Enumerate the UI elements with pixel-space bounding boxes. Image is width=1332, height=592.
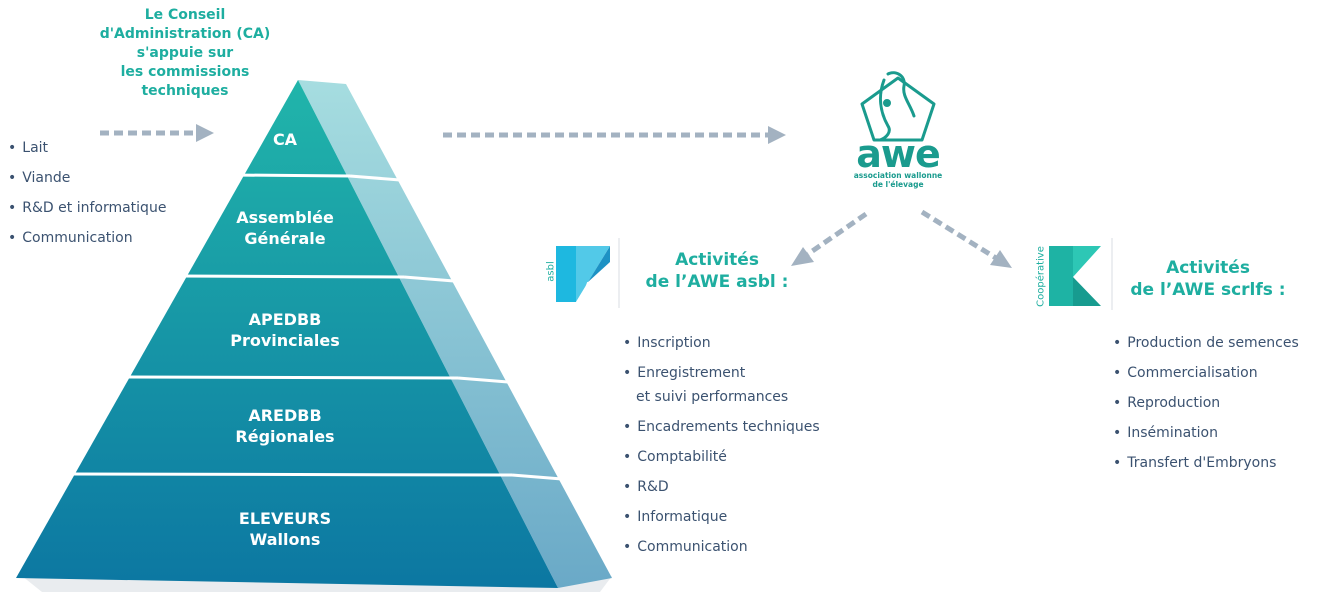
scrlfs-activity: Insémination — [1113, 418, 1299, 448]
commission-item: R&D et informatique — [8, 193, 166, 223]
commissions-list: Lait Viande R&D et informatique Communic… — [8, 133, 166, 253]
asbl-activity: R&D — [623, 472, 820, 502]
side-separator — [457, 376, 509, 384]
level-line: Wallons — [249, 530, 321, 549]
level-line: Provinciales — [230, 331, 340, 350]
asbl-activity: Inscription — [623, 328, 820, 358]
asbl-title: Activités de l’AWE asbl : — [612, 249, 822, 293]
asbl-activity: Communication — [623, 532, 820, 562]
front-separator — [177, 274, 405, 279]
level-line: Générale — [244, 229, 326, 248]
ca-note-line: techniques — [141, 83, 229, 99]
commission-item: Lait — [8, 133, 166, 163]
side-separator — [349, 174, 401, 182]
level-line: CA — [272, 130, 298, 149]
level-line: ELEVEURS — [238, 509, 332, 528]
pyramid-level-ca: CA — [240, 130, 330, 150]
awe-logo-mark — [860, 71, 936, 142]
side-separator — [403, 275, 455, 283]
scrlfs-title-line: Activités — [1166, 258, 1250, 278]
asbl-activity-continuation: et suivi performances — [636, 389, 789, 405]
ca-note: Le Conseil d'Administration (CA) s'appui… — [70, 6, 300, 101]
arrowhead — [768, 126, 786, 144]
scrlfs-activity: Transfert d'Embryons — [1113, 448, 1299, 478]
pyramid-level-aredbb: AREDBB Régionales — [170, 405, 400, 447]
ca-note-line: les commissions — [120, 64, 250, 80]
asbl-title-line: Activités — [675, 250, 759, 270]
awe-logo-line1: association wallonne — [853, 171, 943, 180]
asbl-activity: Enregistrement — [623, 358, 820, 388]
pyramid-level-assemblee: Assemblée Générale — [190, 207, 380, 249]
awe-logo: awe association wallonne de l'élevage — [838, 132, 958, 189]
pyramid-level-apedbb: APEDBB Provinciales — [170, 309, 400, 351]
asbl-activity: Encadrements techniques — [623, 412, 819, 442]
side-separator — [511, 473, 563, 481]
ca-note-line: Le Conseil — [144, 7, 226, 23]
front-separator — [69, 472, 513, 477]
cooperative-badge-letter: C — [1086, 274, 1096, 289]
pyramid-side-face — [298, 80, 612, 588]
commission-item: Viande — [8, 163, 166, 193]
asbl-activity: Comptabilité — [623, 442, 820, 472]
cooperative-badge — [1049, 238, 1113, 310]
ca-note-line: s'appuie sur — [136, 45, 234, 61]
asbl-activities-list: Inscription Enregistrement et suivi perf… — [623, 328, 820, 562]
scrlfs-activities-list: Production de semences Commercialisation… — [1113, 328, 1299, 478]
front-separator — [231, 173, 351, 178]
asbl-badge-label: asbl — [545, 261, 557, 282]
level-line: APEDBB — [248, 310, 322, 329]
level-line: AREDBB — [248, 406, 322, 425]
arrow-awe-to-scrlfs — [920, 209, 998, 261]
awe-logo-name: awe — [856, 132, 941, 176]
cooperative-badge-label: Coopérative — [1035, 246, 1047, 307]
level-line: Assemblée — [236, 208, 334, 227]
arrowhead — [196, 124, 214, 142]
level-line: Régionales — [235, 427, 335, 446]
ca-note-line: d'Administration (CA) — [99, 26, 271, 42]
pyramid-front-face — [16, 80, 558, 588]
scrlfs-title: Activités de l’AWE scrlfs : — [1108, 257, 1308, 301]
scrlfs-title-line: de l’AWE scrlfs : — [1130, 280, 1286, 300]
asbl-badge-letter: A — [583, 281, 593, 296]
scrlfs-activity: Reproduction — [1113, 388, 1299, 418]
commission-item: Communication — [8, 223, 166, 253]
asbl-badge — [556, 238, 620, 308]
scrlfs-activity: Production de semences — [1113, 328, 1299, 358]
asbl-title-line: de l’AWE asbl : — [645, 272, 789, 292]
arrowhead — [791, 247, 814, 266]
asbl-activity: Informatique — [623, 502, 820, 532]
pyramid-level-eleveurs: ELEVEURS Wallons — [170, 508, 400, 550]
awe-logo-line2: de l'élevage — [872, 180, 924, 189]
front-separator — [123, 375, 459, 380]
scrlfs-activity: Commercialisation — [1113, 358, 1299, 388]
arrowhead — [990, 250, 1012, 268]
arrow-awe-to-asbl — [806, 211, 868, 257]
